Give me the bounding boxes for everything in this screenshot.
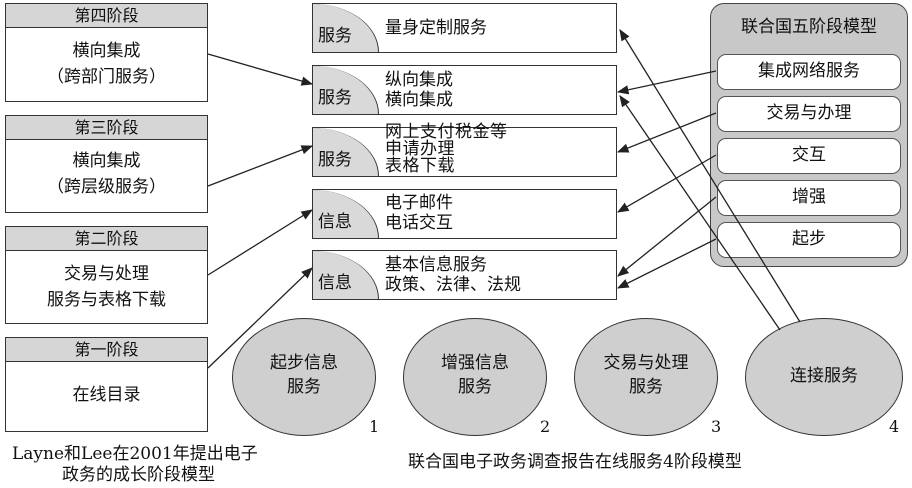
ellipse-number: 1 [369, 417, 380, 436]
ellipse-enhanced-info: 增强信息 服务 2 [403, 318, 551, 436]
stage-line: 横向集成 [72, 151, 141, 171]
stage-title: 第三阶段 [6, 116, 207, 140]
service-line: 基本信息服务 [385, 255, 487, 275]
ellipse-line: 服务 [629, 377, 663, 397]
service-row-interaction: 信息 电子邮件 电话交互 [312, 189, 617, 239]
service-row-tailored: 服务 量身定制服务 [312, 3, 617, 53]
stage-title: 第二阶段 [6, 227, 207, 251]
ellipse-number: 2 [540, 417, 551, 436]
arrow-stage2 [207, 209, 313, 276]
service-tag: 服务 [313, 4, 379, 52]
service-line: 纵向集成 [385, 70, 453, 90]
arrow-un5-enhanced [617, 196, 717, 277]
un5-item-transaction: 交易与办理 [717, 96, 901, 132]
arrow-un5-interactive [616, 154, 717, 213]
stage-1-box: 第一阶段 在线目录 [5, 337, 208, 432]
service-line: 电话交互 [385, 213, 453, 233]
stage-3-box: 第三阶段 横向集成 （跨层级服务） [5, 115, 208, 213]
ellipse-line: 服务 [287, 377, 321, 397]
ellipse-connected: 连接服务 4 [745, 318, 903, 436]
stage-line: 交易与处理 [64, 264, 149, 284]
un5-item-emerging: 起步 [717, 222, 901, 258]
left-caption-line-2: 政务的成长阶段模型 [62, 465, 215, 485]
un5-title: 联合国五阶段模型 [741, 17, 877, 37]
stage-line: （跨层级服务） [47, 177, 166, 197]
service-line: 量身定制服务 [385, 18, 487, 38]
ellipse-line: 起步信息 [270, 353, 338, 373]
stage-line: 横向集成 [72, 41, 141, 61]
ellipse-line: 交易与处理 [603, 353, 689, 373]
ellipse-transactional: 交易与处理 服务 3 [574, 318, 722, 436]
ellipse-emerging-info: 起步信息 服务 1 [232, 318, 380, 436]
arrow-stage4 [207, 53, 314, 86]
arrow-un5-integrated [616, 70, 717, 95]
service-line: 横向集成 [385, 90, 453, 110]
stage-4-box: 第四阶段 横向集成 （跨部门服务） [5, 3, 208, 102]
left-caption-line-1: Layne和Lee在2001年提出电子 [12, 444, 258, 464]
stage-2-box: 第二阶段 交易与处理 服务与表格下载 [5, 226, 208, 324]
bottom-caption: 联合国电子政务调查报告在线服务4阶段模型 [408, 452, 742, 472]
service-row-transaction: 服务 网上支付税金等 申请办理 表格下载 [312, 122, 617, 177]
stage-title: 第一阶段 [6, 338, 207, 362]
service-line: 申请办理 [385, 139, 455, 159]
stage-line: 服务与表格下载 [47, 290, 166, 310]
un5-item-integrated: 集成网络服务 [717, 54, 901, 90]
service-line: 电子邮件 [385, 193, 453, 213]
ellipse-number: 3 [711, 417, 722, 436]
service-line: 表格下载 [385, 156, 455, 176]
arrow-stage3 [207, 145, 314, 187]
un5-item-interactive: 交互 [717, 138, 901, 174]
arrow-un5-emerging [616, 238, 717, 289]
un5-item-enhanced: 增强 [717, 180, 901, 216]
service-line: 政策、法律、法规 [385, 275, 521, 295]
un-five-stage-panel: 联合国五阶段模型 集成网络服务 交易与办理 交互 增强 起步 [710, 3, 908, 267]
service-tag: 服务 [313, 128, 379, 176]
service-line: 网上支付税金等 [385, 122, 508, 142]
info-tag: 信息 [313, 190, 379, 238]
ellipse-line: 增强信息 [441, 353, 509, 373]
ellipse-line: 服务 [458, 377, 492, 397]
ellipse-number: 4 [889, 417, 900, 436]
info-tag: 信息 [313, 251, 379, 299]
service-row-integration: 服务 纵向集成 横向集成 [312, 65, 617, 115]
ellipse-line: 连接服务 [790, 366, 858, 386]
service-row-basic-info: 信息 基本信息服务 政策、法律、法规 [312, 250, 617, 300]
stage-line: 在线目录 [72, 385, 141, 405]
arrow-un5-transaction [616, 112, 717, 153]
stage-title: 第四阶段 [6, 4, 207, 28]
service-tag: 服务 [313, 66, 379, 114]
stage-line: （跨部门服务） [47, 67, 166, 87]
